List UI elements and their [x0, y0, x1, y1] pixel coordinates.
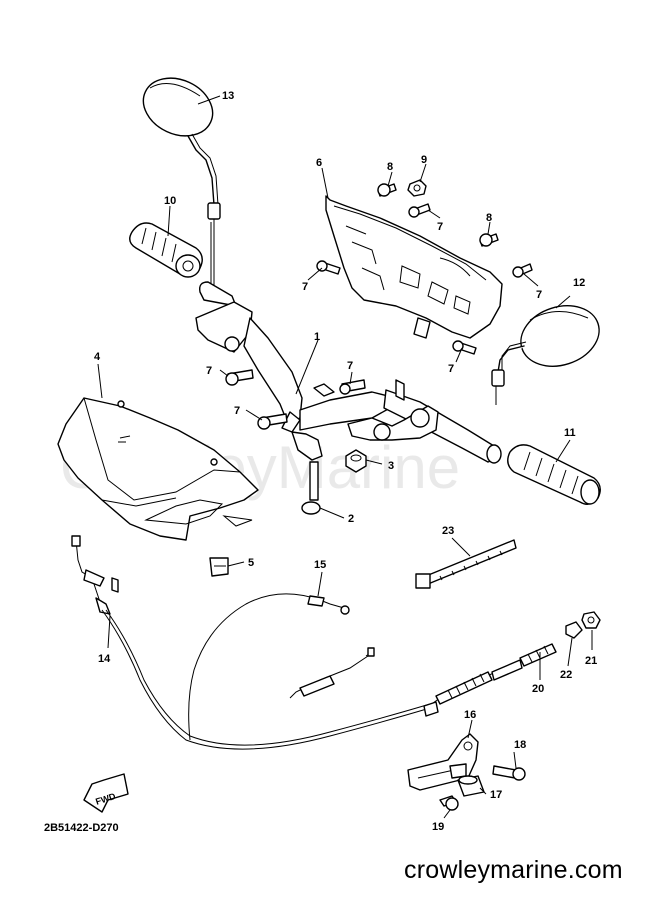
leader-lines	[97, 95, 593, 819]
callout-14: 14	[98, 653, 111, 665]
callout-5: 5	[248, 557, 254, 569]
callout-7b: 7	[302, 281, 308, 293]
callout-20: 20	[532, 683, 544, 695]
callout-23: 23	[442, 525, 454, 537]
callout-13: 13	[222, 90, 234, 102]
part-15-cable[interactable]	[188, 593, 350, 741]
part-19-bolt[interactable]	[439, 795, 459, 811]
callout-17: 17	[490, 789, 502, 801]
part-1-handlebar[interactable]	[195, 281, 502, 464]
part-22-collar[interactable]	[565, 621, 583, 639]
part-21-nut[interactable]	[581, 611, 601, 629]
callout-2: 2	[348, 513, 354, 525]
callout-1: 1	[314, 331, 320, 343]
part-20-brake-cable[interactable]	[289, 643, 557, 717]
part-18-bolt[interactable]	[492, 765, 526, 781]
part-23-cable-tie[interactable]	[415, 539, 517, 589]
callouts: 13 10 4 1 6 8 9 8 7 7 7 7 7 7 7 12 11 3 …	[94, 90, 597, 833]
part-5-clip[interactable]	[209, 557, 229, 577]
screws[interactable]	[225, 179, 533, 515]
callout-12: 12	[573, 277, 585, 289]
callout-11: 11	[564, 427, 576, 439]
part-4-front-cover[interactable]	[57, 397, 259, 541]
part-17-damper[interactable]	[457, 775, 485, 797]
callout-9: 9	[421, 154, 427, 166]
part-11-right-grip[interactable]	[507, 444, 601, 505]
callout-7d: 7	[448, 363, 454, 375]
part-14-cable[interactable]	[71, 535, 431, 750]
callout-7e: 7	[206, 365, 212, 377]
callout-3: 3	[388, 460, 394, 472]
part-13-left-mirror[interactable]	[134, 67, 222, 292]
callout-15: 15	[314, 559, 326, 571]
callout-7c: 7	[536, 289, 542, 301]
part-16-bracket[interactable]	[407, 733, 479, 791]
callout-7a: 7	[437, 221, 443, 233]
callout-4: 4	[94, 351, 101, 363]
part-10-left-grip[interactable]	[129, 222, 203, 278]
callout-6: 6	[316, 157, 322, 169]
callout-7f: 7	[234, 405, 240, 417]
drawing-code: 2B51422-D270	[44, 822, 119, 834]
callout-18: 18	[514, 739, 526, 751]
callout-16: 16	[464, 709, 476, 721]
callout-19: 19	[432, 821, 444, 833]
callout-8b: 8	[486, 212, 492, 224]
callout-21: 21	[585, 655, 597, 667]
callout-7g: 7	[347, 360, 353, 372]
part-12-right-mirror[interactable]	[491, 296, 607, 387]
site-url-link[interactable]: crowleymarine.com	[404, 856, 623, 884]
callout-10: 10	[164, 195, 176, 207]
fwd-arrow-icon: FWD	[83, 773, 129, 813]
part-6-handle-cover[interactable]	[325, 195, 503, 339]
callout-22: 22	[560, 669, 572, 681]
callout-8a: 8	[387, 161, 393, 173]
